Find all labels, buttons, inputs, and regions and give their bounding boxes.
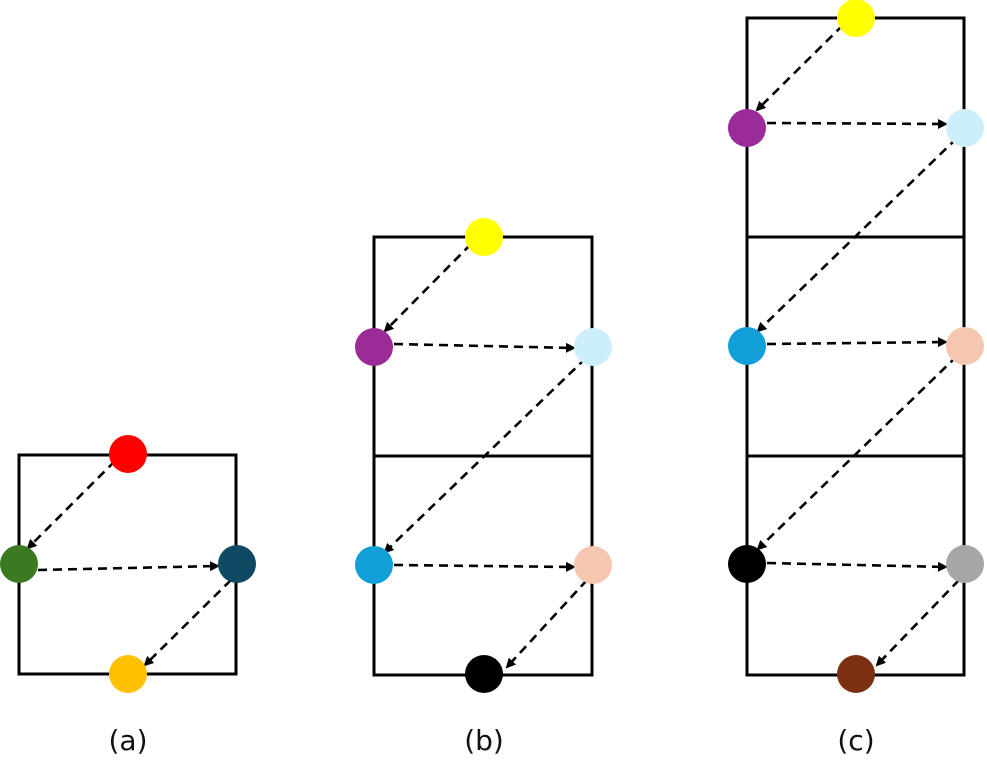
- node-c-black: [728, 545, 766, 583]
- node-b-blue: [355, 546, 393, 584]
- node-a-green: [0, 545, 38, 583]
- node-b-peach: [574, 546, 612, 584]
- node-c-purple: [728, 109, 766, 147]
- node-c-brown: [837, 655, 875, 693]
- node-c-gray: [946, 545, 984, 583]
- node-a-dark-teal: [218, 545, 256, 583]
- node-a-amber: [109, 655, 147, 693]
- arrow-c-2: [766, 118, 948, 129]
- panel-c-cell-bottom: [745, 454, 966, 677]
- arrow-c-7: [875, 579, 960, 667]
- node-b-purple: [355, 328, 393, 366]
- node-a-red: [109, 435, 147, 473]
- node-c-blue: [728, 327, 766, 365]
- node-b-black: [465, 655, 503, 693]
- arrow-b-1: [383, 243, 472, 333]
- arrow-b-3: [383, 357, 587, 554]
- panel-b: (b): [355, 218, 612, 757]
- panel-c-cell-middle: [745, 235, 966, 458]
- panel-c: (c): [728, 0, 984, 757]
- arrow-b-4: [393, 561, 576, 572]
- arrow-b-5: [505, 579, 588, 669]
- node-b-yellow: [465, 218, 503, 256]
- node-c-yellow: [837, 0, 875, 37]
- arrow-b-2: [393, 342, 576, 353]
- panel-a-caption: (a): [108, 724, 147, 757]
- arrow-c-5: [756, 355, 958, 551]
- panel-b-caption: (b): [464, 724, 504, 757]
- arrow-c-4: [766, 337, 948, 348]
- panel-c-cell-top: [745, 16, 966, 239]
- arrow-c-1: [755, 24, 844, 112]
- node-c-light-blue: [946, 109, 984, 147]
- panel-a: (a): [0, 435, 256, 757]
- panel-c-caption: (c): [837, 724, 874, 757]
- arrow-a-1: [26, 460, 116, 550]
- arrow-a-3: [143, 579, 232, 667]
- arrow-c-3: [756, 137, 958, 333]
- node-c-peach: [946, 327, 984, 365]
- panel-a-cell: [17, 453, 238, 676]
- panel-b-cell-bottom: [372, 454, 594, 677]
- node-b-light-blue: [574, 328, 612, 366]
- arrow-c-6: [766, 561, 948, 572]
- arrow-a-2: [37, 561, 220, 572]
